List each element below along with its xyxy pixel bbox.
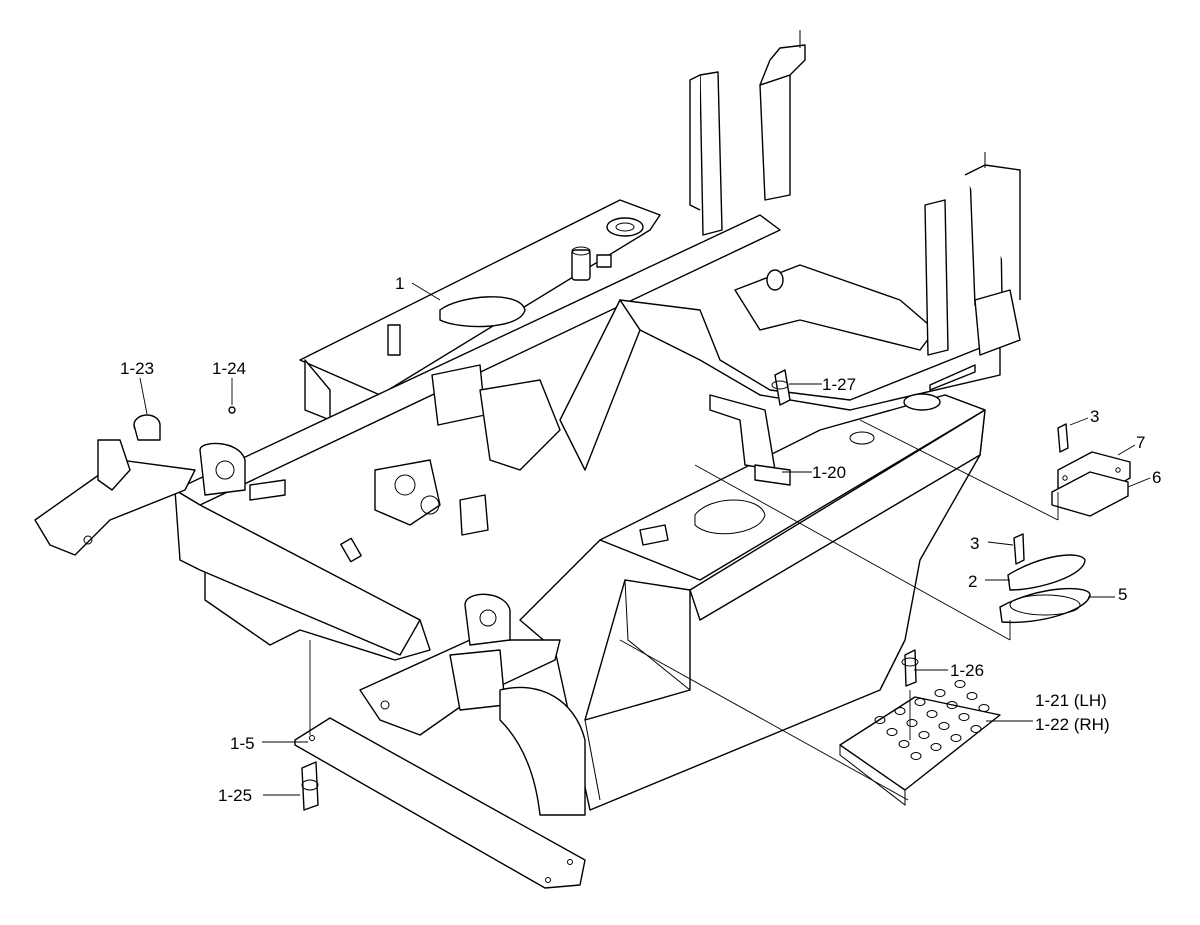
step-hole: [966, 692, 978, 700]
step-hole: [914, 698, 926, 706]
step-hole: [898, 740, 910, 748]
hardware-bolts: [133, 369, 1069, 811]
right-foot-plate: [359, 593, 586, 816]
callout-6: 6: [1152, 468, 1162, 487]
callout-7: 7: [1136, 433, 1146, 452]
step-hole: [918, 731, 930, 739]
step-hole: [958, 713, 970, 721]
step-hole: [894, 707, 906, 715]
left-main-rail: [174, 214, 781, 656]
upright-posts: [689, 30, 1021, 356]
step-hole: [874, 716, 886, 724]
step-hole: [886, 728, 898, 736]
step-hole: [910, 752, 922, 760]
callout-1-20: 1-20: [812, 463, 847, 482]
step-hole: [930, 743, 942, 751]
step-hole: [926, 710, 938, 718]
callout-1-5: 1-5: [230, 734, 255, 753]
callout-1: 1: [395, 274, 405, 293]
callout-2: 2: [968, 572, 978, 591]
leader-lines: [139, 282, 1151, 801]
callout-1-21-lh: 1-21 (LH): [1035, 691, 1107, 710]
step-hole: [970, 725, 982, 733]
step-hole: [938, 722, 950, 730]
step-hole: [954, 680, 966, 688]
step-hole: [934, 689, 946, 697]
callout-1-25: 1-25: [218, 786, 253, 805]
bottom-plate: [294, 717, 586, 889]
callout-1-22-rh: 1-22 (RH): [1035, 715, 1110, 734]
callout-5: 5: [1118, 585, 1128, 604]
callout-1-27: 1-27: [822, 375, 857, 394]
frame-details: [249, 217, 976, 563]
callout-3-upper: 3: [1090, 407, 1100, 426]
callout-3-lower: 3: [970, 534, 980, 553]
step-hole: [906, 719, 918, 727]
cover-plates: [999, 451, 1131, 624]
step-hole: [950, 734, 962, 742]
callout-1-26: 1-26: [950, 661, 985, 680]
callout-1-24: 1-24: [212, 359, 247, 378]
callout-1-23: 1-23: [120, 359, 155, 378]
step-hole: [946, 701, 958, 709]
step-plate: [839, 680, 1001, 807]
left-foot-plate: [34, 439, 246, 556]
step-hole: [978, 704, 990, 712]
